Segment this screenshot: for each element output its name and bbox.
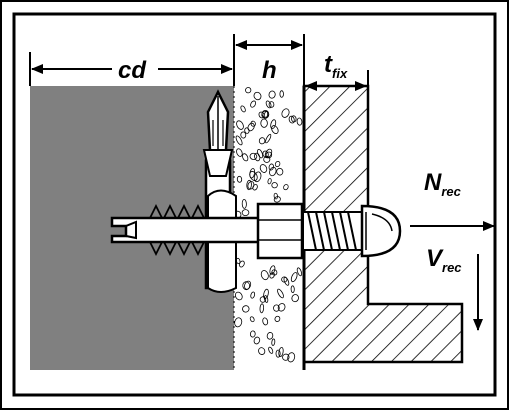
speckle	[261, 110, 270, 118]
speckle	[263, 155, 271, 163]
label-v-rec: Vrec	[426, 245, 462, 275]
dimension-tfix	[305, 70, 369, 91]
speckle	[262, 150, 269, 158]
speckle	[265, 100, 272, 109]
label-n-rec: Nrec	[424, 169, 462, 199]
anchor-dowel	[110, 89, 304, 293]
speckle	[269, 166, 277, 177]
speckle	[264, 148, 273, 159]
label-cd: cd	[118, 57, 147, 84]
speckle	[273, 196, 281, 203]
speckle	[258, 111, 265, 119]
speckle	[271, 269, 278, 276]
dimension-h	[233, 34, 305, 86]
speckle	[282, 353, 290, 361]
inner-frame	[12, 12, 497, 397]
speckle	[266, 332, 274, 340]
speckle	[234, 317, 243, 328]
speckle	[271, 125, 279, 135]
speckle	[276, 167, 284, 176]
speckle	[265, 133, 272, 144]
speckle	[268, 346, 274, 354]
speckle	[271, 338, 276, 346]
speckle	[281, 276, 288, 283]
speckle	[235, 135, 243, 146]
speckle	[268, 90, 276, 99]
speckle	[273, 304, 280, 312]
speckle	[242, 153, 249, 162]
speckle	[249, 171, 258, 181]
speckle	[290, 272, 298, 283]
speckle	[241, 199, 247, 209]
speckle	[258, 347, 266, 355]
speckle	[259, 164, 268, 173]
speckle	[283, 184, 289, 191]
speckle	[288, 115, 295, 124]
speckle	[254, 152, 261, 162]
speckle	[236, 175, 243, 183]
speckle	[250, 120, 256, 127]
speckle	[234, 291, 243, 301]
speckle	[239, 260, 245, 268]
speckle	[249, 152, 258, 160]
speckle	[259, 303, 265, 314]
speckle	[253, 336, 261, 345]
speckle	[253, 91, 262, 101]
speckle	[263, 295, 269, 303]
dimension-cd	[29, 52, 233, 86]
speckle	[249, 330, 256, 338]
speckle	[290, 285, 295, 293]
speckle	[271, 182, 278, 189]
speckle	[269, 265, 276, 275]
speckle	[253, 171, 262, 183]
speckle	[296, 267, 303, 277]
speckle	[267, 178, 272, 185]
speckle	[296, 117, 303, 126]
label-h: h	[262, 57, 277, 84]
fixing-screw	[304, 204, 402, 258]
speckle	[244, 280, 252, 290]
speckle	[245, 87, 252, 94]
speckle	[250, 100, 257, 108]
speckle	[241, 209, 250, 217]
speckle	[242, 305, 250, 313]
speckle	[257, 148, 264, 159]
speckle	[246, 179, 252, 191]
speckle	[236, 120, 244, 130]
speckle	[258, 137, 266, 145]
label-t-fix: tfix	[324, 51, 348, 81]
speckle	[240, 105, 246, 113]
insulation-speckle-pattern	[234, 87, 303, 363]
speckle	[279, 90, 284, 98]
speckle	[263, 288, 269, 300]
speckle	[260, 270, 269, 281]
speckle	[287, 352, 296, 363]
speckle	[277, 288, 284, 299]
speckle	[275, 349, 281, 358]
speckle	[268, 101, 275, 108]
speckle	[244, 127, 250, 134]
speckle	[262, 317, 269, 326]
speckle	[236, 148, 243, 157]
speckle	[260, 118, 268, 128]
speckle	[274, 315, 281, 322]
speckle	[273, 192, 278, 200]
speckle	[281, 108, 290, 118]
speckle	[242, 281, 251, 291]
speckle	[247, 181, 255, 190]
speckle	[240, 131, 247, 139]
speckle	[291, 294, 299, 303]
speckle	[278, 346, 284, 358]
speckle	[249, 316, 255, 323]
speckle	[274, 160, 281, 168]
speckle	[270, 119, 277, 130]
speckle	[250, 291, 256, 299]
